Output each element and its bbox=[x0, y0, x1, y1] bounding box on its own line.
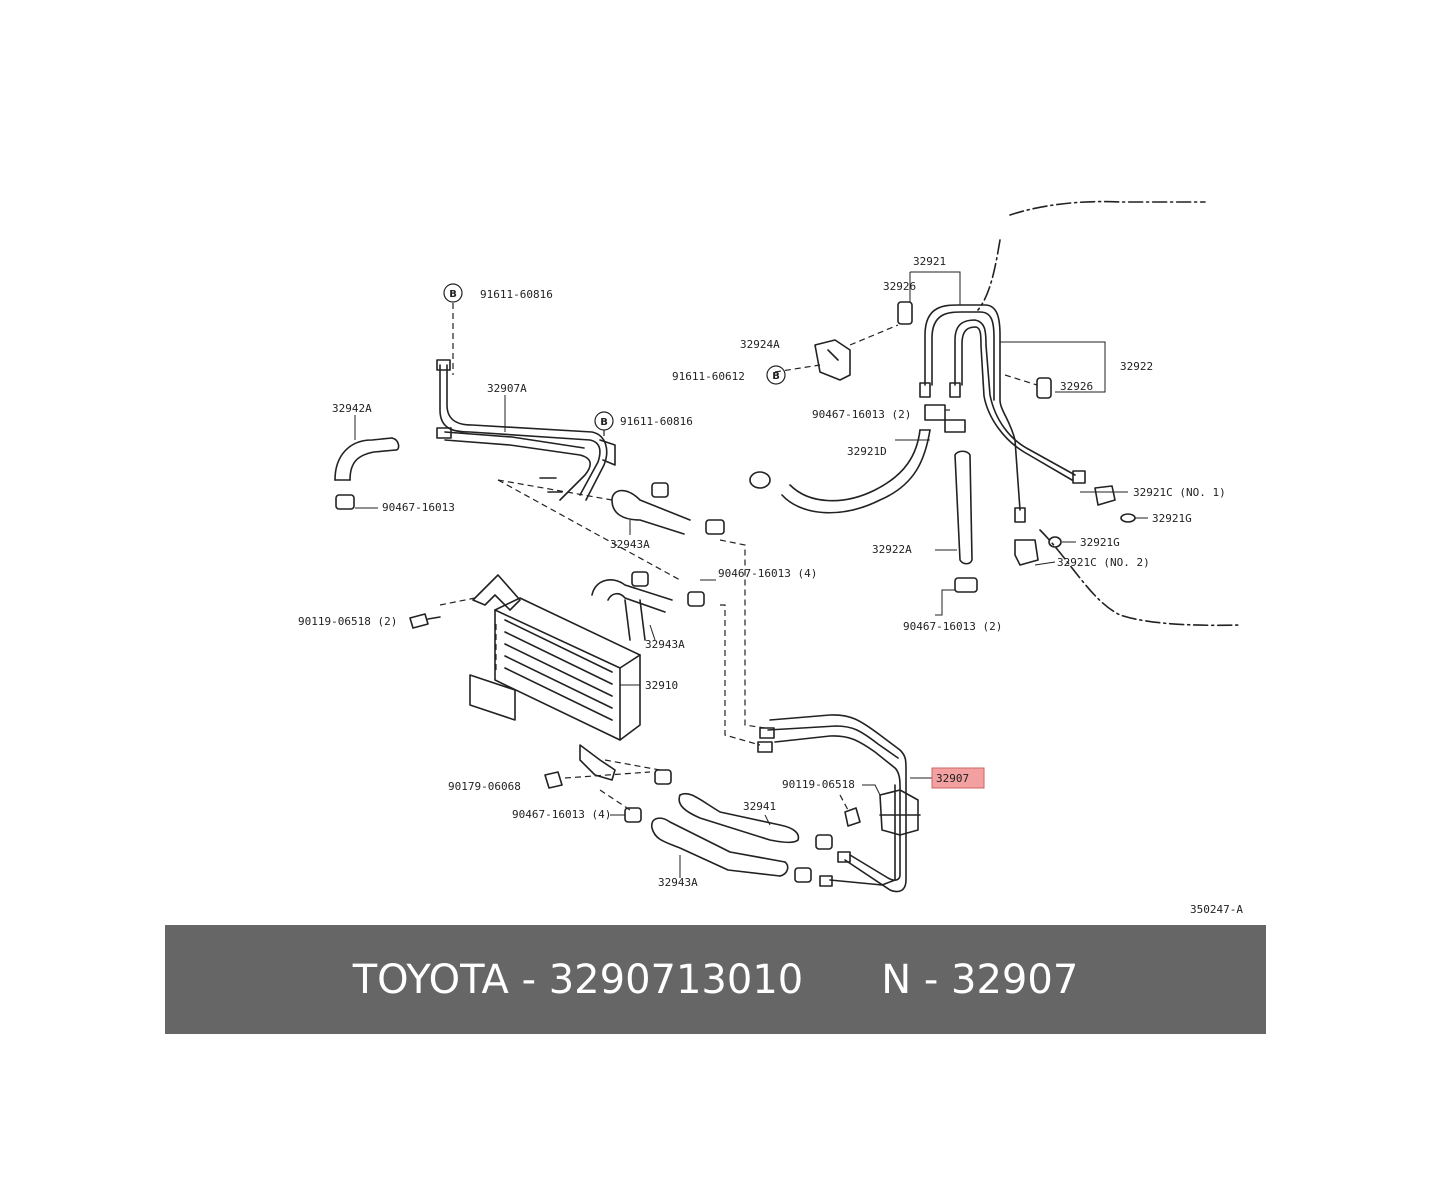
label-32921[interactable]: 32921 bbox=[913, 255, 946, 268]
label-32926-right[interactable]: 32926 bbox=[1060, 380, 1093, 393]
label-32943a-2[interactable]: 32943A bbox=[645, 638, 685, 651]
label-32926-top[interactable]: 32926 bbox=[883, 280, 916, 293]
label-32922[interactable]: 32922 bbox=[1120, 360, 1153, 373]
hose-32942a bbox=[334, 437, 397, 481]
part-number: 3290713010 bbox=[548, 956, 804, 1003]
label-32924a[interactable]: 32924A bbox=[740, 338, 780, 351]
svg-text:B: B bbox=[449, 289, 457, 300]
label-32921g-2[interactable]: 32921G bbox=[1080, 536, 1120, 549]
nut-90179-06068 bbox=[544, 771, 563, 789]
cooler-pipe-32921 bbox=[924, 304, 1021, 511]
union-32921c-no2 bbox=[1014, 539, 1039, 566]
diagram-reference-number: 350247-A bbox=[1190, 903, 1243, 916]
part-info-banner: TOYOTA - 3290713010 N - 32907 bbox=[165, 925, 1266, 1034]
transmission-outline bbox=[1039, 529, 1241, 627]
part-highlight-box bbox=[931, 767, 985, 789]
gasket-32921g-2 bbox=[1048, 536, 1062, 548]
hose-32922a bbox=[954, 450, 973, 565]
cooler-pipe-32922 bbox=[954, 319, 1076, 476]
label-32943a-1[interactable]: 32943A bbox=[610, 538, 650, 551]
bubble-b-mid: B bbox=[766, 365, 786, 385]
part-labels: 32921 32926 32924A 91611-60612 32922 329… bbox=[298, 255, 1243, 916]
bubble-b-right: B bbox=[594, 411, 614, 431]
grommet-32926-top bbox=[897, 301, 913, 325]
label-90119-06518-2[interactable]: 90119-06518 (2) bbox=[298, 615, 397, 628]
clamp-hose-32921d bbox=[749, 471, 771, 489]
gasket-32921g-1 bbox=[1120, 513, 1136, 523]
label-32907a[interactable]: 32907A bbox=[487, 382, 527, 395]
label-90467-16013-4-bot[interactable]: 90467-16013 (4) bbox=[512, 808, 611, 821]
label-32922a[interactable]: 32922A bbox=[872, 543, 912, 556]
engine-outline bbox=[977, 200, 1206, 311]
separator-2: - bbox=[911, 956, 952, 1003]
hose-32941 bbox=[678, 793, 800, 844]
svg-text:B: B bbox=[600, 417, 608, 428]
union-32921c-no1 bbox=[1094, 485, 1116, 506]
label-90467-16013-2-top[interactable]: 90467-16013 (2) bbox=[812, 408, 911, 421]
label-32921g-1[interactable]: 32921G bbox=[1152, 512, 1192, 525]
bracket-32924a bbox=[814, 339, 851, 381]
label-32910[interactable]: 32910 bbox=[645, 679, 678, 692]
hose-32943a-upper bbox=[611, 489, 691, 535]
separator: - bbox=[508, 956, 549, 1003]
label-91611-60612[interactable]: 91611-60612 bbox=[672, 370, 745, 383]
cooler-pipe-32907 bbox=[769, 714, 907, 893]
pipe-bracket-32907 bbox=[879, 789, 921, 836]
label-32921c-no2[interactable]: 32921C (NO. 2) bbox=[1057, 556, 1150, 569]
label-91611-60816-mid[interactable]: 91611-60816 bbox=[620, 415, 693, 428]
parts-diagram: B B B 32921 32926 32924A 91611-60612 329… bbox=[298, 200, 1243, 916]
n-prefix: N bbox=[881, 956, 912, 1003]
label-32941[interactable]: 32941 bbox=[743, 800, 776, 813]
hose-32943a-lower bbox=[650, 817, 786, 877]
label-90119-06518[interactable]: 90119-06518 bbox=[782, 778, 855, 791]
label-32907[interactable]: 32907 bbox=[936, 772, 969, 785]
hose-32943a-mid bbox=[591, 579, 673, 613]
bolt-90119-06518-2 bbox=[409, 613, 441, 629]
label-90179-06068[interactable]: 90179-06068 bbox=[448, 780, 521, 793]
hose-32921d bbox=[781, 429, 931, 514]
label-32921c-no1[interactable]: 32921C (NO. 1) bbox=[1133, 486, 1226, 499]
svg-text:B: B bbox=[772, 371, 780, 382]
label-91611-60816-top[interactable]: 91611-60816 bbox=[480, 288, 553, 301]
n-number: 32907 bbox=[951, 956, 1079, 1003]
oil-cooler-32910 bbox=[469, 574, 641, 781]
bubble-b-top: B bbox=[443, 283, 463, 303]
label-90467-16013-2-bot[interactable]: 90467-16013 (2) bbox=[903, 620, 1002, 633]
brand-name: TOYOTA bbox=[352, 956, 509, 1003]
label-32942a[interactable]: 32942A bbox=[332, 402, 372, 415]
grommet-32926-right bbox=[1036, 377, 1052, 399]
label-32921d[interactable]: 32921D bbox=[847, 445, 887, 458]
cooler-pipe-32907a bbox=[439, 364, 608, 501]
label-90467-16013-left[interactable]: 90467-16013 bbox=[382, 501, 455, 514]
label-32943a-3[interactable]: 32943A bbox=[658, 876, 698, 889]
label-90467-16013-4-mid[interactable]: 90467-16013 (4) bbox=[718, 567, 817, 580]
